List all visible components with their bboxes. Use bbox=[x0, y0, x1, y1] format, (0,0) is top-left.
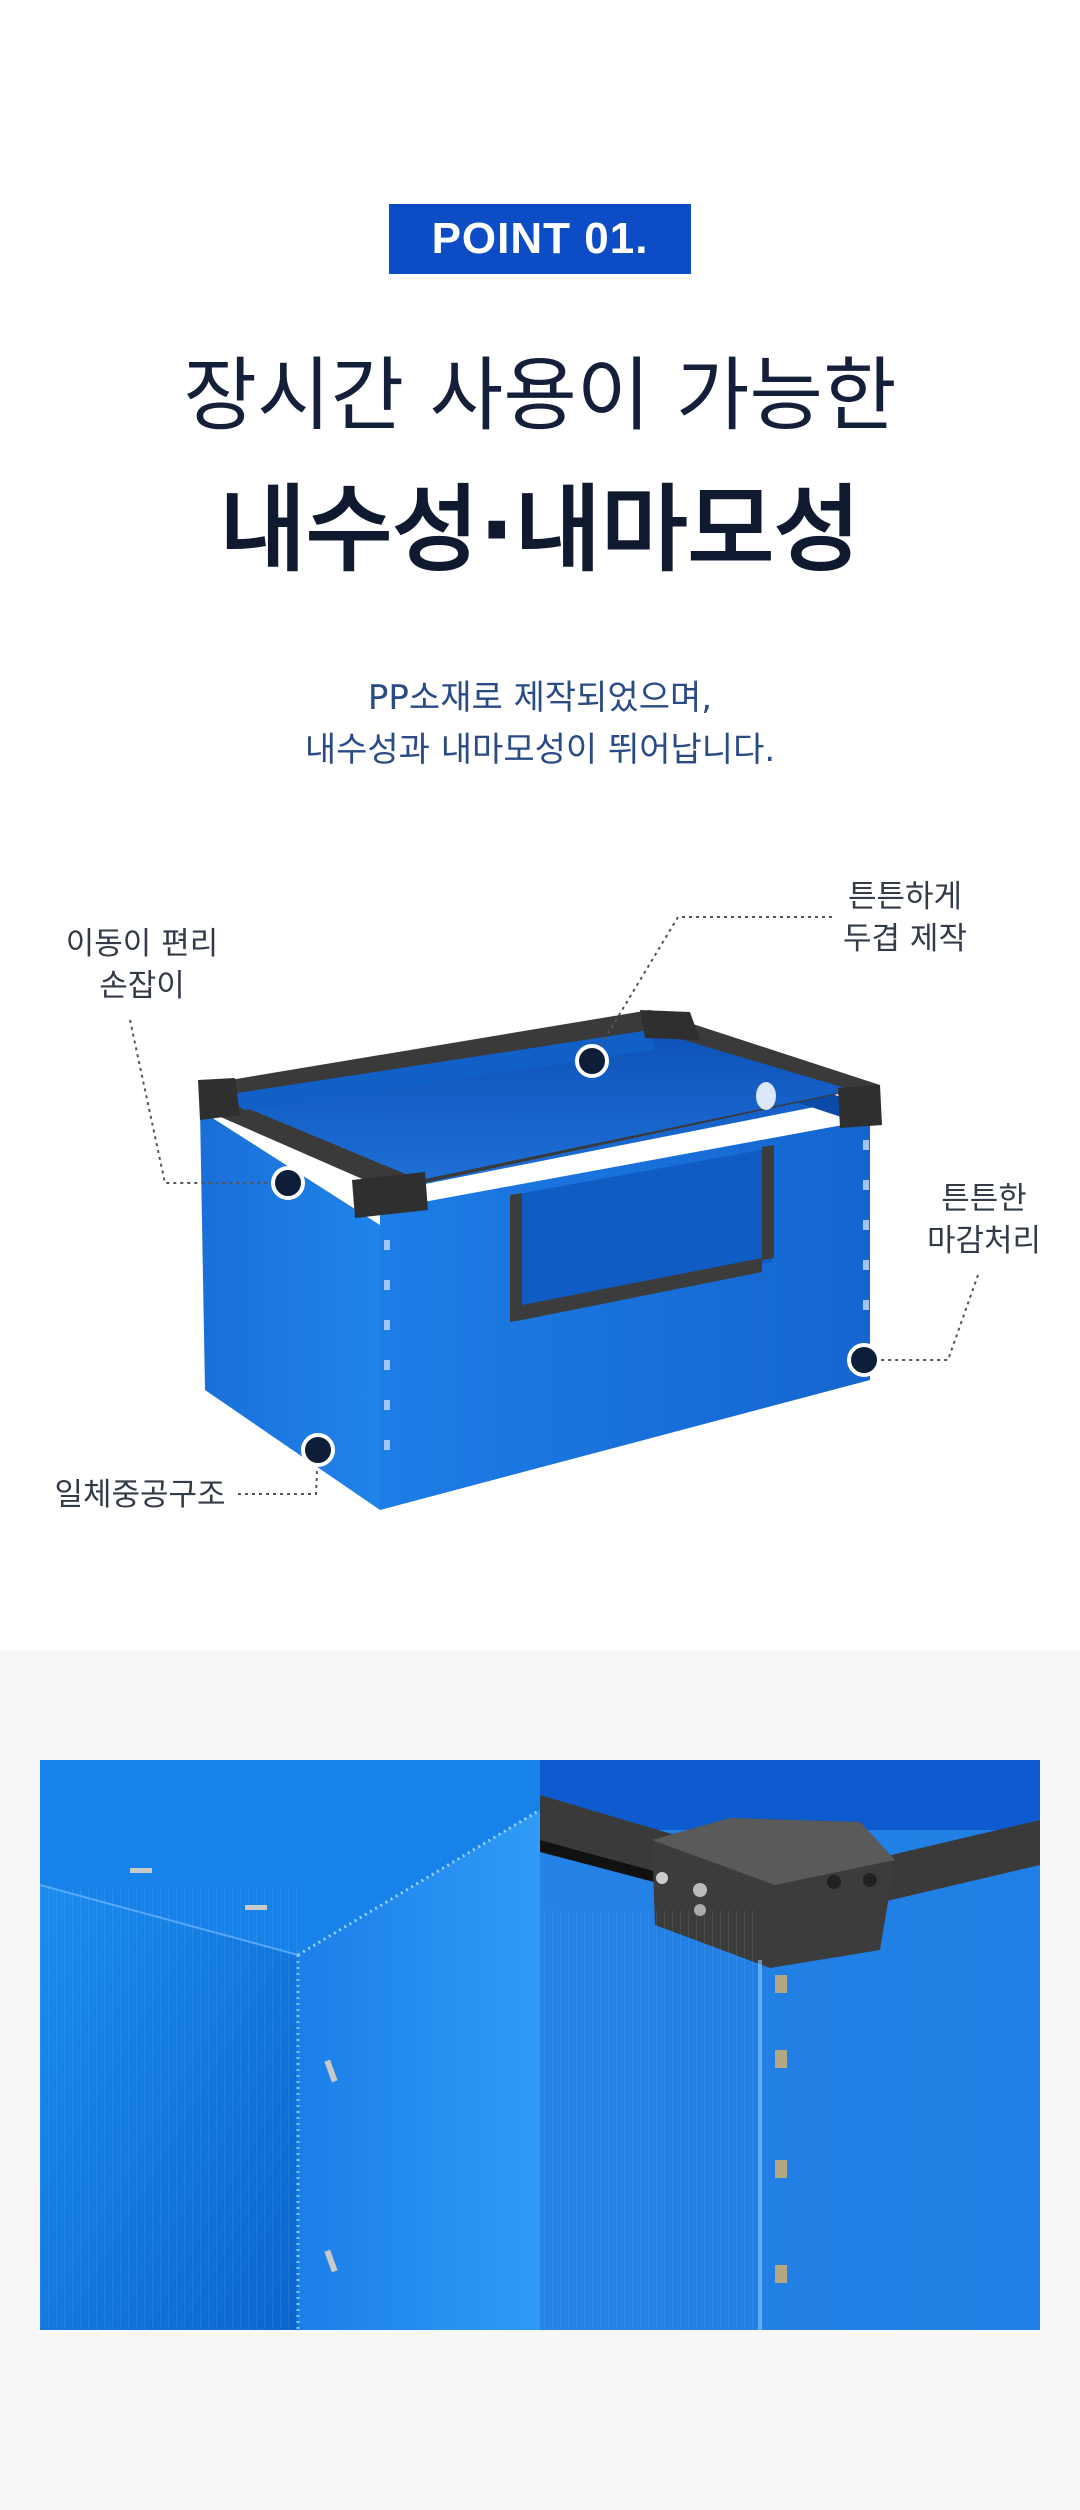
callout-handle bbox=[129, 1019, 305, 1200]
label-edge: 튼튼한 마감처리 bbox=[926, 1181, 1042, 1259]
headline-line1: 장시간 사용이 가능한 bbox=[183, 349, 897, 442]
label-hollow: 일체중공구조 bbox=[54, 1477, 226, 1513]
description-line2: 내수성과 내마모성이 뛰어납니다. bbox=[304, 730, 776, 770]
callout-dot-icon bbox=[575, 1044, 609, 1078]
callout-dot-icon bbox=[301, 1433, 335, 1467]
callout-dot-icon bbox=[271, 1166, 305, 1200]
callout-hollow bbox=[238, 1433, 335, 1495]
box-illustration bbox=[129, 916, 979, 1510]
description-line1: PP소재로 제작되었으며, bbox=[367, 678, 713, 718]
label-handle: 이동이 편리 손잡이 bbox=[65, 926, 219, 1004]
callout-thick bbox=[575, 916, 832, 1078]
headline-line2: 내수성·내마모성 bbox=[219, 476, 861, 585]
callout-edge bbox=[847, 1274, 979, 1377]
box-left-side bbox=[200, 1110, 380, 1510]
detail-section bbox=[0, 1650, 1080, 2510]
point-badge: POINT 01. bbox=[389, 204, 691, 274]
description: PP소재로 제작되었으며, 내수성과 내마모성이 뛰어납니다. bbox=[0, 672, 1080, 776]
label-thick: 튼튼하게 두겹 제작 bbox=[843, 879, 967, 957]
callout-dot-icon bbox=[847, 1343, 881, 1377]
